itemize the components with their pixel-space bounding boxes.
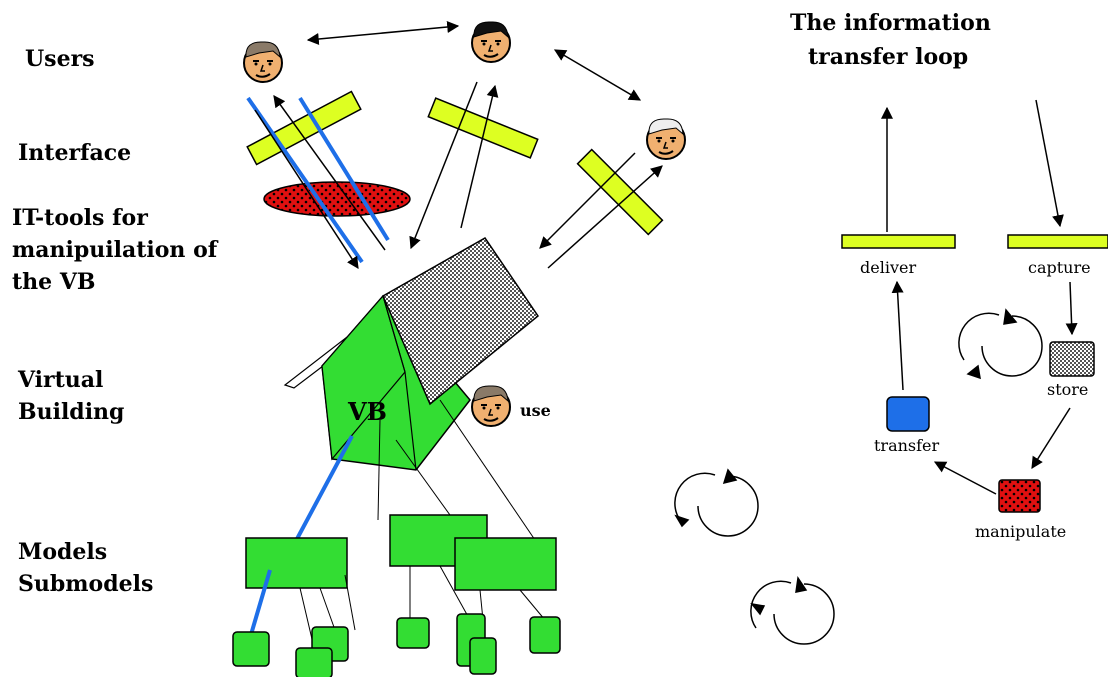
house-link-1 (377, 419, 381, 521)
sub-link-4 (344, 574, 356, 631)
sub-link-8 (519, 589, 546, 621)
store-box (1049, 341, 1095, 377)
user-face-use-icon (471, 384, 511, 427)
house-link-2 (395, 439, 456, 523)
interface-bar-2 (427, 97, 539, 159)
blue-link-house-model (288, 435, 354, 553)
arrow-capture-store (1065, 281, 1078, 336)
sub-link-3 (319, 587, 336, 631)
arrow-user1-up (273, 95, 386, 251)
arrow-manipulate-transfer (933, 461, 997, 495)
model-box-3 (454, 537, 557, 591)
interface-bar-1 (246, 90, 362, 166)
arrow-user2-up (460, 84, 499, 229)
loop-cycle-icon-1 (674, 468, 759, 537)
submodel-box-6 (469, 637, 497, 675)
manipulate-label: manipulate (975, 522, 1066, 541)
label-models: Models (18, 539, 107, 565)
deliver-bar (841, 234, 956, 249)
deliver-label: deliver (860, 258, 916, 277)
house-edge (382, 295, 417, 471)
submodel-box-7 (529, 616, 561, 654)
label-it-tools-2: manipuilation of (12, 237, 219, 263)
store-label: store (1047, 380, 1088, 399)
submodel-box-4 (396, 617, 430, 649)
loop-cycle-icon-3 (958, 308, 1043, 380)
arrow-store-manipulate (1031, 407, 1071, 470)
label-it-tools-3: the VB (12, 269, 95, 295)
arrow-user2-down (409, 81, 478, 250)
arrow-user2-user3 (553, 49, 642, 101)
loop-cycle-icon-2 (750, 575, 835, 645)
submodel-box-1 (232, 631, 270, 667)
arrow-user3-up (547, 165, 663, 269)
use-label: use (520, 401, 551, 420)
user-face-1-icon (243, 40, 283, 83)
transfer-label: transfer (874, 436, 940, 455)
arrow-capture-in (1035, 99, 1064, 228)
sub-link-6 (439, 565, 471, 621)
it-tool-ellipse (263, 181, 411, 217)
house-vb-label: VB (347, 397, 387, 426)
sub-link-1 (248, 569, 272, 639)
blue-link-2 (298, 96, 390, 242)
capture-label: capture (1028, 258, 1091, 277)
user-face-2-icon (471, 20, 511, 63)
arrow-transfer-deliver (891, 280, 904, 391)
label-it-tools-1: IT-tools for (12, 205, 148, 231)
label-users: Users (25, 46, 95, 72)
loop-title-2: transfer loop (808, 44, 968, 70)
transfer-box (886, 396, 930, 432)
arrow-user3-down (539, 152, 636, 249)
model-box-1 (245, 537, 348, 589)
house-link-3 (439, 399, 536, 541)
user-face-3-icon (646, 117, 686, 160)
label-submodels: Submodels (18, 571, 153, 597)
manipulate-box (998, 479, 1041, 513)
arrow-user1-user2 (306, 21, 460, 45)
label-virtual: Virtual (17, 367, 103, 393)
blue-link-1 (246, 96, 364, 264)
arrow-user1-down (254, 109, 359, 270)
submodel-box-3 (295, 647, 333, 677)
label-building: Building (18, 399, 124, 425)
interface-bar-3 (576, 148, 664, 236)
house-roof (382, 237, 540, 406)
label-interface: Interface (18, 140, 131, 166)
capture-bar (1007, 234, 1108, 249)
loop-title-1: The information (790, 10, 991, 36)
